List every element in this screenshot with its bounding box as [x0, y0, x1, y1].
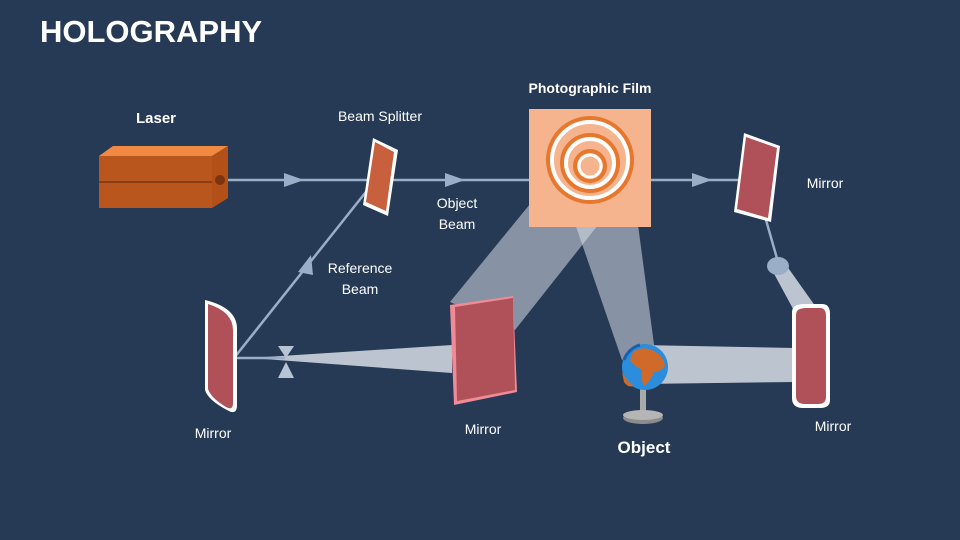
label-reference-beam-line1: Reference — [327, 260, 393, 276]
label-mirror-bottom-right: Mirror — [814, 418, 852, 434]
mirror-bottom-right — [792, 304, 830, 408]
label-object-beam-line2: Beam — [438, 216, 476, 232]
label-mirror-center: Mirror — [464, 421, 502, 437]
label-reference-beam: Reference Beam — [320, 258, 400, 300]
light-cone-object-to-mirror — [640, 345, 795, 384]
arrow-film-beam — [692, 173, 712, 187]
label-laser: Laser — [135, 110, 177, 127]
beam-splitter — [363, 138, 398, 216]
label-object-beam-line1: Object — [436, 195, 478, 211]
mirror-center — [450, 296, 517, 405]
mirror-top-right — [734, 133, 780, 222]
laser-top — [99, 146, 228, 156]
mirror-left — [205, 300, 238, 413]
label-mirror-left: Mirror — [194, 425, 232, 441]
lens-icon — [278, 346, 294, 378]
diverging-lens-right — [767, 257, 789, 275]
label-object-beam: Object Beam — [425, 193, 489, 235]
page-title: HOLOGRAPHY — [40, 14, 263, 49]
arrow-reference-beam — [298, 255, 313, 275]
arrow-object-beam — [445, 173, 465, 187]
light-cone-lens-to-mirror — [250, 345, 452, 373]
beam-arrows — [284, 173, 762, 275]
arrow-laser-beam — [284, 173, 304, 187]
photographic-film — [529, 109, 651, 227]
laser-aperture — [215, 175, 225, 185]
label-mirror-top-right: Mirror — [806, 175, 844, 191]
label-object: Object — [617, 438, 671, 457]
laser — [99, 146, 228, 208]
label-photographic-film: Photographic Film — [528, 80, 652, 96]
label-beam-splitter: Beam Splitter — [337, 108, 423, 124]
label-reference-beam-line2: Beam — [341, 281, 379, 297]
globe-icon — [622, 343, 668, 424]
